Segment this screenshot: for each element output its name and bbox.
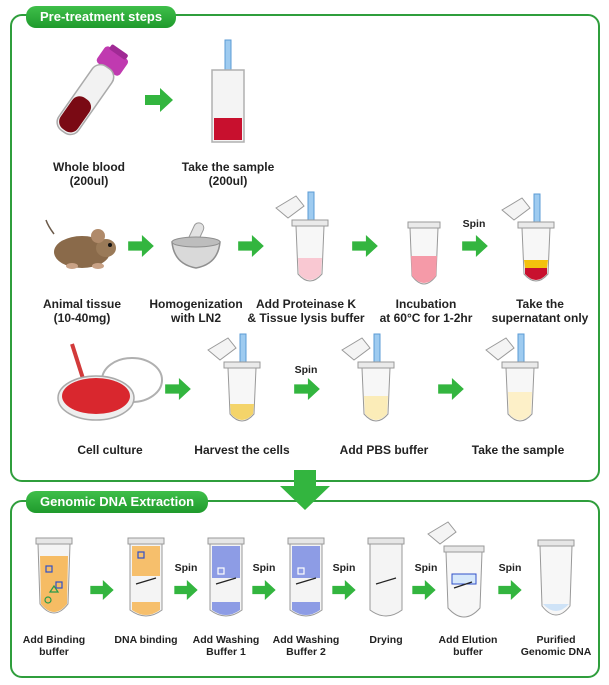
arrow-icon [252, 580, 276, 600]
step-harvest-label: Harvest the cells [194, 443, 290, 457]
step-whole-blood-label: Whole blood(200ul) [53, 160, 125, 188]
step-drying-label: Drying [369, 634, 403, 646]
step-take-sample-label: Take the sample(200ul) [181, 160, 275, 188]
spin-label: Spin [332, 562, 356, 574]
spin-label: Spin [462, 218, 486, 230]
extraction-title: Genomic DNA Extraction [26, 491, 209, 513]
microtube-icon [537, 539, 575, 616]
microtube-pipette-icon [501, 193, 555, 282]
petri-dish-icon [57, 343, 163, 421]
mortar-pestle-icon [171, 222, 221, 269]
spin-label: Spin [294, 364, 318, 376]
step-proteinase-label: Add Proteinase K& Tissue lysis buffer [247, 297, 365, 325]
down-arrow-icon [280, 470, 330, 510]
elution-tube-icon [427, 521, 485, 618]
arrow-icon [238, 235, 264, 257]
arrow-icon [128, 235, 154, 257]
blood-tube-icon [56, 44, 129, 136]
microtube-pipette-icon [275, 191, 329, 282]
spin-label: Spin [414, 562, 438, 574]
step-dna-binding-label: DNA binding [114, 634, 178, 646]
arrow-icon [294, 378, 320, 400]
arrow-icon [165, 378, 191, 400]
spin-column-icon [127, 537, 165, 617]
arrow-icon [332, 580, 356, 600]
microtube-pipette-icon [207, 333, 261, 422]
microtube-pipette-icon [341, 333, 395, 422]
spin-label: Spin [252, 562, 276, 574]
sample-tube-icon [211, 39, 245, 143]
spin-label: Spin [174, 562, 198, 574]
spin-column-icon [367, 537, 405, 617]
mouse-icon [45, 219, 116, 269]
spin-label: Spin [498, 562, 522, 574]
arrow-icon [438, 378, 464, 400]
step-take-sample-label: Take the sample [471, 443, 565, 457]
arrow-icon [352, 235, 378, 257]
spin-column-icon [207, 537, 245, 617]
arrow-icon [498, 580, 522, 600]
step-cell-culture-label: Cell culture [77, 443, 143, 457]
spin-column-icon [287, 537, 325, 617]
step-animal-tissue-label: Animal tissue(10-40mg) [42, 297, 122, 325]
arrow-icon [412, 580, 436, 600]
arrow-icon [174, 580, 198, 600]
arrow-icon [462, 235, 488, 257]
microtube-icon [407, 221, 441, 285]
arrow-icon [90, 580, 114, 600]
arrow-icon [145, 88, 173, 112]
microtube-pipette-icon [485, 333, 539, 422]
spin-column-icon [35, 537, 73, 614]
pretreatment-title: Pre-treatment steps [26, 6, 177, 28]
step-add-pbs-label: Add PBS buffer [339, 443, 429, 457]
